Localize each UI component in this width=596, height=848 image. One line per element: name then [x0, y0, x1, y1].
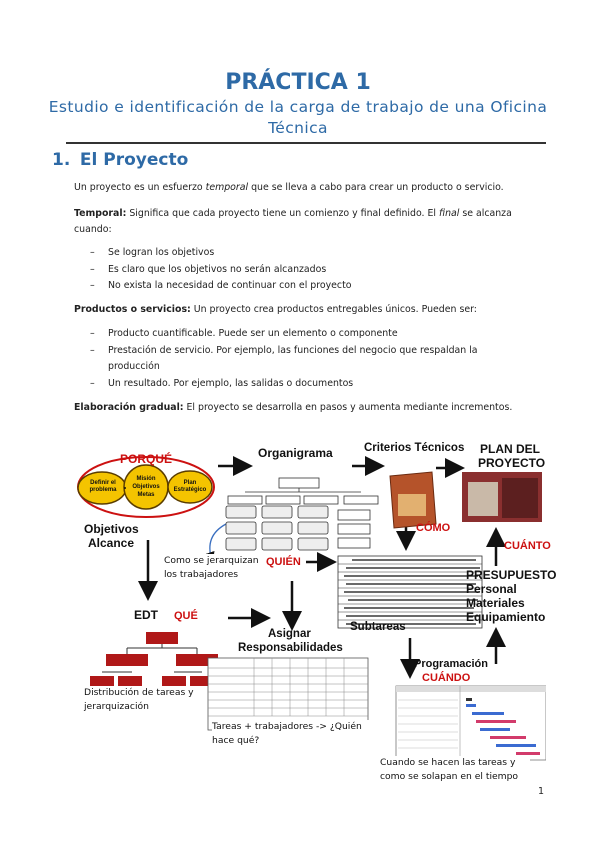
page-title: PRÁCTICA 1 — [225, 70, 371, 95]
cuanto-label: CUÁNTO — [504, 540, 551, 552]
organigrama-label: Organigrama — [258, 446, 333, 460]
oval-plan-label: Plan Estratégico — [173, 480, 207, 493]
diagram-graphics — [77, 456, 546, 761]
productos-paragraph: Productos o servicios: Un proyecto crea … — [74, 302, 544, 318]
elaboracion-label: Elaboración gradual: — [74, 402, 184, 413]
presupuesto-item: Equipamiento — [466, 610, 546, 624]
responsabilidades-matrix-image — [207, 657, 369, 731]
porque-label: PORQUÉ — [120, 452, 173, 466]
oval-plan — [167, 470, 213, 504]
temporal-emphasis: final — [439, 208, 460, 219]
oval-definir-label: Definir el problema — [89, 480, 117, 493]
temporal-paragraph: Temporal: Significa que cada proyecto ti… — [74, 206, 544, 238]
page-subtitle: Estudio e identificación de la carga de … — [48, 98, 548, 137]
criterios-book-image — [389, 471, 437, 529]
section-number: 1. — [52, 150, 71, 170]
list-item: Producto cuantificable. Puede ser un ele… — [90, 326, 530, 343]
elaboracion-text: El proyecto se desarrolla en pasos y aum… — [183, 402, 513, 413]
intro-text-a: Un proyecto es un esfuerzo — [74, 182, 206, 193]
edt-tree-image — [90, 632, 218, 686]
list-item: Prestación de servicio. Por ejemplo, las… — [90, 343, 530, 376]
presupuesto-item: Personal — [466, 582, 517, 596]
elaboracion-paragraph: Elaboración gradual: El proyecto se desa… — [74, 400, 544, 416]
productos-label: Productos o servicios: — [74, 304, 191, 315]
page-number: 1 — [537, 786, 544, 797]
objetivos-label: Objetivos — [84, 522, 139, 536]
presupuesto-item: Materiales — [466, 596, 525, 610]
productos-list: Producto cuantificable. Puede ser un ele… — [90, 326, 530, 392]
alcance-label: Alcance — [88, 536, 135, 550]
oval-mision-label: Misión Objetivos Metas — [132, 476, 160, 498]
cuando-label: CUÁNDO — [422, 672, 471, 684]
asignar-label-2: Responsabilidades — [238, 642, 343, 654]
temporal-text-b: se alcanza cuando: — [74, 208, 512, 235]
section-title: El Proyecto — [79, 150, 189, 170]
list-item: Un resultado. Por ejemplo, las salidas o… — [90, 376, 530, 393]
programacion-label: Programación — [414, 658, 488, 670]
gantt-chart-image — [395, 685, 546, 761]
plan-label-1: PLAN DEL — [480, 442, 540, 456]
intro-paragraph: Un proyecto es un esfuerzo temporal que … — [74, 180, 544, 196]
intro-text-b: que se lleva a cabo para crear un produc… — [248, 182, 504, 193]
temporal-list: Se logran los objetivos Es claro que los… — [90, 245, 530, 295]
org-chart-graphic — [225, 477, 379, 551]
section-heading: 1. El Proyecto — [52, 150, 188, 170]
caption-distribucion: Distribución de tareas y jerarquización — [84, 686, 196, 714]
presupuesto-label: PRESUPUESTO — [466, 568, 557, 582]
plan-photo-image — [462, 472, 542, 522]
list-item: No exista la necesidad de continuar con … — [90, 278, 530, 295]
caption-jerarquizan: Como se jerarquizan los trabajadores — [164, 554, 264, 582]
temporal-text-a: Significa que cada proyecto tiene un com… — [126, 208, 440, 219]
title-rule — [66, 142, 546, 144]
caption-solapan: Cuando se hacen las tareas y como se sol… — [380, 756, 530, 784]
subtareas-label: Subtareas — [350, 621, 406, 633]
asignar-label-1: Asignar — [268, 628, 311, 640]
intro-emphasis: temporal — [205, 182, 249, 193]
list-item: Se logran los objetivos — [90, 245, 530, 262]
criterios-label: Criterios Técnicos — [364, 442, 465, 454]
project-process-diagram: PORQUÉ Definir el problema Misión Objeti… — [76, 436, 556, 788]
temporal-label: Temporal: — [74, 208, 127, 219]
plan-label-2: PROYECTO — [478, 456, 546, 470]
que-label: QUÉ — [174, 610, 198, 622]
como-label: CÓMO — [416, 522, 451, 534]
quien-label: QUIÉN — [266, 556, 301, 568]
edt-label: EDT — [134, 608, 158, 622]
list-item: Es claro que los objetivos no serán alca… — [90, 262, 530, 279]
subtareas-grid-image — [337, 555, 483, 629]
productos-text: Un proyecto crea productos entregables ú… — [190, 304, 477, 315]
caption-tareas: Tareas + trabajadores -> ¿Quién hace qué… — [212, 720, 372, 748]
